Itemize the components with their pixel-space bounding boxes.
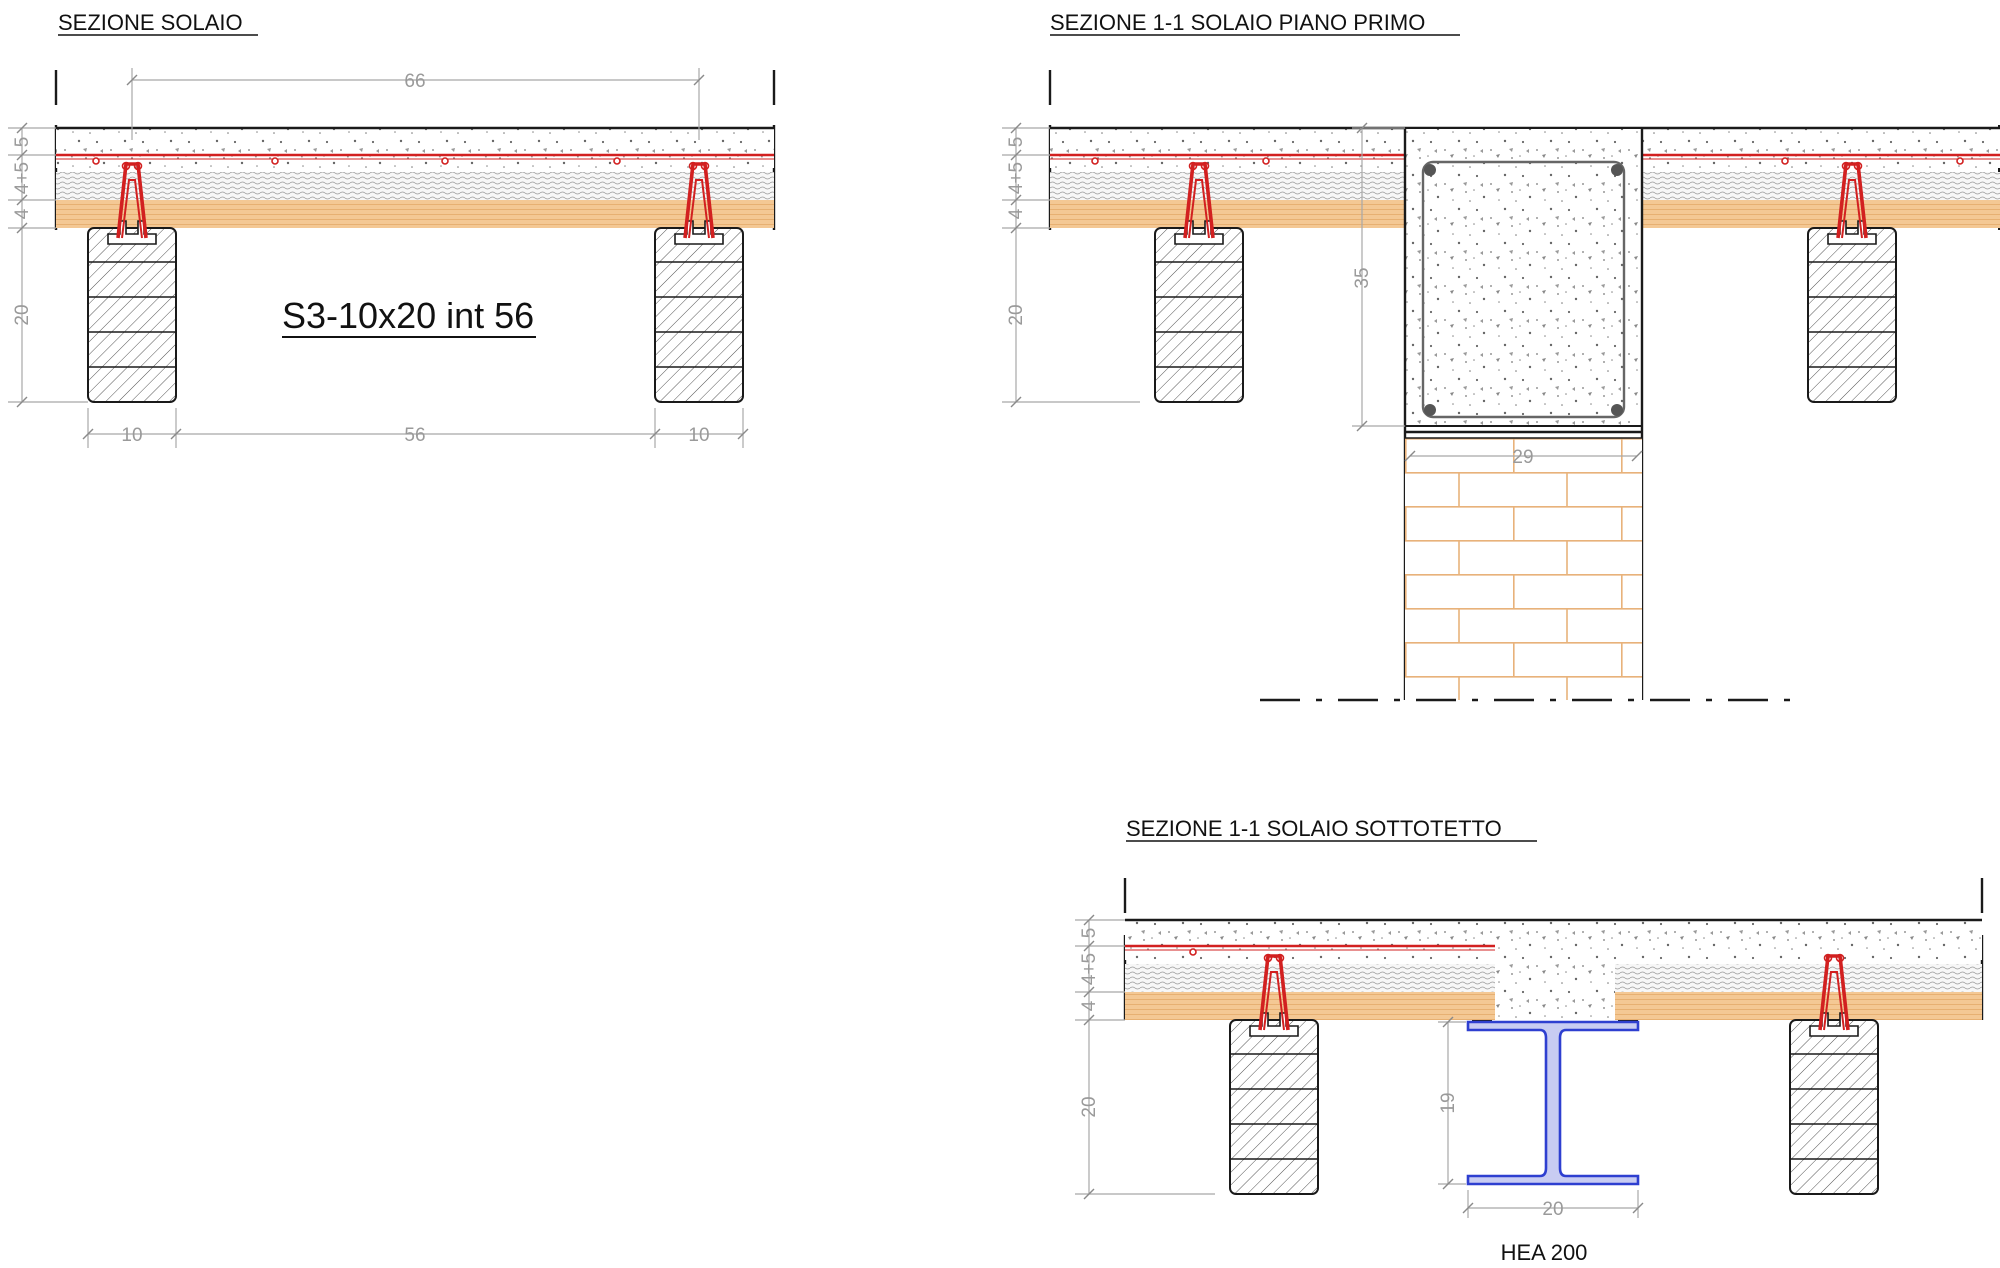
dim-h-mid: 4+5 (12, 162, 33, 194)
masonry-wall (1405, 438, 1642, 700)
dim-h-mid: 4+5 (1079, 953, 1100, 985)
dim-h-bot: 4 (12, 208, 33, 219)
joist-right (654, 227, 744, 403)
dim-h-joist: 20 (1006, 304, 1027, 325)
section-piano-primo: SEZIONE 1-1 SOLAIO PIANO PRIMO (1002, 10, 2000, 702)
dim-h-joist: 20 (1079, 1096, 1100, 1117)
dim-w-steel: 20 (1542, 1199, 1563, 1220)
joist-right (1807, 227, 1897, 403)
dim-h-top: 5 (12, 137, 33, 148)
rc-beam (1404, 127, 1643, 427)
timber-boards (56, 200, 774, 228)
slab-type-label: S3-10x20 int 56 (282, 295, 534, 336)
beam-stirrup (1421, 160, 1626, 419)
section-solaio: SEZIONE SOLAIO S3-10x20 int 56 66 (8, 10, 776, 448)
concrete-topping (1125, 920, 1982, 960)
dim-h-bot: 4 (1079, 1000, 1100, 1011)
joist-left (1229, 1019, 1319, 1195)
dim-h-steel: 19 (1438, 1092, 1459, 1113)
section-c-title: SEZIONE 1-1 SOLAIO SOTTOTETTO (1126, 816, 1502, 841)
steel-beam-hea200 (1466, 1020, 1640, 1186)
steel-profile-label: HEA 200 (1501, 1240, 1588, 1265)
dim-h-top: 5 (1079, 928, 1100, 939)
concrete-topping (56, 128, 774, 168)
section-b-title: SEZIONE 1-1 SOLAIO PIANO PRIMO (1050, 10, 1425, 35)
joist-left (87, 227, 177, 403)
dim-w-left: 10 (121, 425, 142, 446)
dim-span-top: 66 (404, 71, 425, 92)
section-sottotetto: SEZIONE 1-1 SOLAIO SOTTOTETTO HEA 200 (1075, 816, 1984, 1265)
dim-h-joist: 20 (12, 304, 33, 325)
dim-h-mid: 4+5 (1006, 162, 1027, 194)
section-a-title: SEZIONE SOLAIO (58, 10, 243, 35)
dim-h-top: 5 (1006, 137, 1027, 148)
joist-right (1789, 1019, 1879, 1195)
dim-w-mid: 56 (404, 425, 425, 446)
dim-h-beam: 35 (1352, 267, 1373, 288)
joist-left (1154, 227, 1244, 403)
insulation-layer (56, 172, 774, 200)
dim-h-bot: 4 (1006, 208, 1027, 219)
dim-w-right: 10 (688, 425, 709, 446)
dim-w-beam: 29 (1512, 447, 1533, 468)
